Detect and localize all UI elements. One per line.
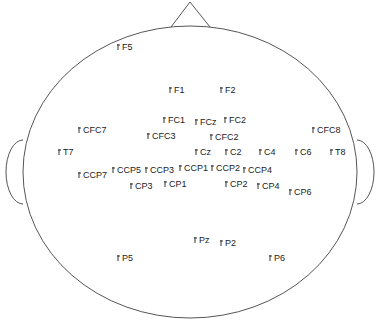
electrode-label: CCP1 (184, 163, 208, 173)
electrode-mark (220, 87, 223, 93)
electrode-mark (194, 237, 197, 243)
electrode-mark (312, 127, 315, 133)
electrode-label: FC1 (168, 115, 185, 125)
electrode-mark (117, 255, 120, 261)
electrode-label: CP1 (169, 179, 187, 189)
electrode-mark (295, 149, 298, 155)
electrode-label: CFC3 (152, 131, 176, 141)
electrode-mark (78, 127, 81, 133)
electrode-mark (243, 167, 246, 173)
electrode-label: CFC2 (215, 132, 239, 142)
electrode-mark (130, 183, 133, 189)
electrode-label: P5 (122, 253, 133, 263)
electrode-mark (195, 149, 198, 155)
electrode-label: T7 (63, 147, 74, 157)
electrode-mark (210, 134, 213, 140)
electrode-mark (257, 183, 260, 189)
electrode-label: P2 (225, 238, 236, 248)
electrode-label: CP2 (230, 179, 248, 189)
electrode-label: FCz (200, 117, 217, 127)
electrode-label: Pz (199, 235, 210, 245)
electrode-mark (179, 165, 182, 171)
electrode-mark (259, 149, 262, 155)
electrode-label: CFC7 (83, 125, 107, 135)
electrode-label: F2 (225, 85, 236, 95)
electrode-label: F1 (174, 85, 185, 95)
electrode-mark (225, 181, 228, 187)
electrode-label: CCP5 (117, 165, 141, 175)
electrode-mark (289, 189, 292, 195)
electrode-label: CCP3 (150, 165, 174, 175)
electrode-label: P6 (274, 253, 285, 263)
electrode-mark (147, 133, 150, 139)
electrode-label: F5 (122, 42, 133, 52)
electrode-mark (58, 149, 61, 155)
electrode-mark (112, 167, 115, 173)
electrode-label: CP6 (294, 187, 312, 197)
electrode-label: T8 (335, 147, 346, 157)
electrode-mark (220, 240, 223, 246)
electrode-label: C6 (300, 147, 312, 157)
electrode-mark (195, 119, 198, 125)
electrode-mark (224, 117, 227, 123)
electrode-label: C2 (230, 147, 242, 157)
right-ear (357, 140, 374, 204)
electrode-mark (78, 172, 81, 178)
electrode-label: CFC8 (317, 125, 341, 135)
electrode-label: FC2 (229, 115, 246, 125)
electrode-mark (117, 44, 120, 50)
left-ear (6, 140, 23, 204)
electrode-label: CCP2 (216, 163, 240, 173)
electrode-mark (330, 149, 333, 155)
electrode-label: CP4 (262, 181, 280, 191)
electrode-mark (163, 117, 166, 123)
electrode-mark (225, 149, 228, 155)
electrode-label: CCP7 (83, 170, 107, 180)
nose (171, 2, 210, 27)
electrode-label: Cz (200, 147, 211, 157)
electrode-label: CP3 (135, 181, 153, 191)
electrode-mark (269, 255, 272, 261)
head-circle (23, 26, 357, 318)
electrode-label: CCP4 (248, 165, 272, 175)
electrode-label: C4 (264, 147, 276, 157)
electrode-mark (169, 87, 172, 93)
electrode-mark (211, 165, 214, 171)
electrode-mark (164, 181, 167, 187)
electrode-mark (145, 167, 148, 173)
